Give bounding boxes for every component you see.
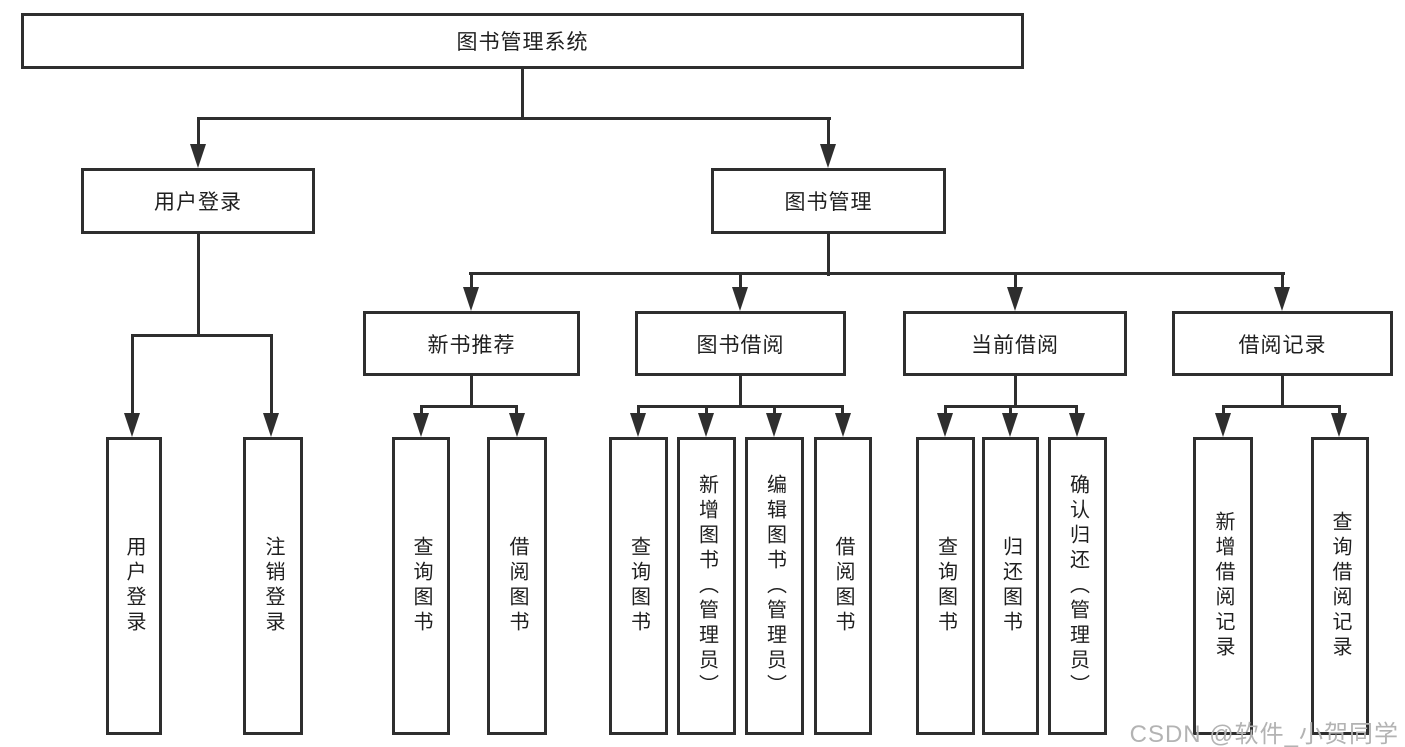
connector-drop <box>705 405 708 417</box>
arrowhead-down-icon <box>1069 413 1085 437</box>
arrowhead-down-icon <box>1007 287 1023 311</box>
leaf-query-borrow-record: 查询借阅记录 <box>1311 437 1369 735</box>
leaf-borrow-book-recommend-label: 借阅图书 <box>506 536 528 636</box>
leaf-query-book-current-label: 查询图书 <box>934 536 957 636</box>
leaf-query-book-recommend: 查询图书 <box>392 437 450 735</box>
leaf-add-book-admin-label: 新增图书（管理员） <box>695 473 718 699</box>
arrowhead-down-icon <box>190 144 206 168</box>
connector-user-login-hline <box>131 334 273 337</box>
leaf-return-book-label: 归还图书 <box>999 536 1022 636</box>
node-user-login: 用户登录 <box>81 168 315 234</box>
node-system-label: 图书管理系统 <box>456 31 589 54</box>
connector-drop-user-login <box>197 117 200 147</box>
arrowhead-down-icon <box>263 413 279 437</box>
arrowhead-down-icon <box>413 413 429 437</box>
leaf-confirm-return-admin: 确认归还（管理员） <box>1048 437 1107 735</box>
connector-drop <box>515 405 518 417</box>
arrowhead-down-icon <box>835 413 851 437</box>
arrowhead-down-icon <box>937 413 953 437</box>
node-system: 图书管理系统 <box>21 13 1024 69</box>
leaf-user-login: 用户登录 <box>106 437 162 735</box>
arrowhead-down-icon <box>698 413 714 437</box>
leaf-edit-book-admin: 编辑图书（管理员） <box>745 437 804 735</box>
arrowhead-down-icon <box>463 287 479 311</box>
connector-drop-leaf-logout <box>270 334 273 414</box>
leaf-query-borrow-record-label: 查询借阅记录 <box>1329 511 1351 661</box>
arrowhead-down-icon <box>732 287 748 311</box>
leaf-add-borrow-record-label: 新增借阅记录 <box>1212 511 1234 661</box>
connector-borrow-record-vline <box>1281 373 1284 408</box>
node-book-borrow: 图书借阅 <box>635 311 846 376</box>
arrowhead-down-icon <box>1331 413 1347 437</box>
leaf-return-book: 归还图书 <box>982 437 1039 735</box>
node-book-management-label: 图书管理 <box>784 191 873 214</box>
connector-drop-book-management <box>827 117 830 147</box>
connector-user-login-vline <box>197 231 200 337</box>
node-book-borrow-label: 图书借阅 <box>696 333 785 357</box>
leaf-logout-login-label: 注销登录 <box>262 536 284 636</box>
node-new-book-recommend: 新书推荐 <box>363 311 580 376</box>
node-user-login-label: 用户登录 <box>154 191 242 214</box>
leaf-query-book-borrow-label: 查询图书 <box>627 536 650 636</box>
leaf-user-login-label: 用户登录 <box>123 536 145 636</box>
leaf-borrow-book-borrow: 借阅图书 <box>814 437 872 735</box>
connector-borrow-record-hline <box>1222 405 1341 408</box>
leaf-confirm-return-admin-label: 确认归还（管理员） <box>1066 473 1089 699</box>
leaf-add-book-admin: 新增图书（管理员） <box>677 437 736 735</box>
connector-book-management-hline <box>469 272 1285 275</box>
arrowhead-down-icon <box>766 413 782 437</box>
connector-drop <box>1075 405 1078 417</box>
leaf-query-book-recommend-label: 查询图书 <box>410 536 432 636</box>
node-current-borrow: 当前借阅 <box>903 311 1127 376</box>
connector-new-book-vline <box>470 373 473 408</box>
connector-drop <box>420 405 423 417</box>
connector-drop <box>1338 405 1341 417</box>
leaf-query-book-current: 查询图书 <box>916 437 975 735</box>
leaf-query-book-borrow: 查询图书 <box>609 437 668 735</box>
connector-drop <box>637 405 640 417</box>
connector-new-book-hline <box>420 405 518 408</box>
arrowhead-down-icon <box>1215 413 1231 437</box>
arrowhead-down-icon <box>820 144 836 168</box>
connector-drop-book-borrow <box>739 272 742 290</box>
connector-drop-current-borrow <box>1014 272 1017 290</box>
connector-book-borrow-hline <box>637 405 844 408</box>
connector-drop-new-book <box>470 272 473 290</box>
connector-drop-leaf-user-login <box>131 334 134 414</box>
node-current-borrow-label: 当前借阅 <box>971 333 1059 357</box>
connector-root-hline <box>197 117 831 120</box>
node-book-management: 图书管理 <box>711 168 946 234</box>
connector-root-vline <box>521 66 524 120</box>
node-new-book-recommend-label: 新书推荐 <box>427 333 516 357</box>
leaf-logout-login: 注销登录 <box>243 437 303 735</box>
connector-drop <box>841 405 844 417</box>
connector-current-borrow-vline <box>1014 373 1017 408</box>
csdn-watermark: CSDN @软件_小贺同学 <box>1129 721 1399 747</box>
connector-drop <box>773 405 776 417</box>
leaf-borrow-book-recommend: 借阅图书 <box>487 437 547 735</box>
connector-drop <box>944 405 947 417</box>
connector-book-borrow-vline <box>739 373 742 408</box>
node-borrow-record-label: 借阅记录 <box>1238 333 1327 357</box>
arrowhead-down-icon <box>124 413 140 437</box>
leaf-edit-book-admin-label: 编辑图书（管理员） <box>763 473 786 699</box>
arrowhead-down-icon <box>509 413 525 437</box>
leaf-add-borrow-record: 新增借阅记录 <box>1193 437 1253 735</box>
connector-drop <box>1009 405 1012 417</box>
arrowhead-down-icon <box>630 413 646 437</box>
arrowhead-down-icon <box>1274 287 1290 311</box>
connector-book-management-vline <box>827 231 830 276</box>
connector-drop-borrow-record <box>1281 272 1284 290</box>
arrowhead-down-icon <box>1002 413 1018 437</box>
connector-drop <box>1222 405 1225 417</box>
node-borrow-record: 借阅记录 <box>1172 311 1393 376</box>
leaf-borrow-book-borrow-label: 借阅图书 <box>832 536 854 636</box>
